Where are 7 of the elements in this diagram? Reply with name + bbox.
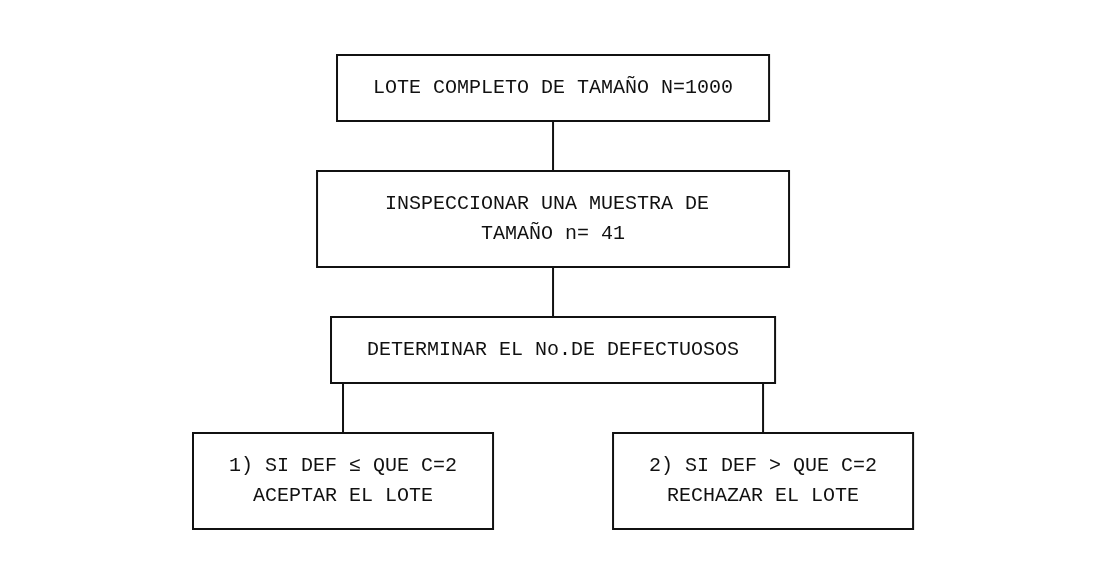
connector xyxy=(552,265,555,318)
node-box: 1) SI DEF ≤ QUE C=2 ACEPTAR EL LOTE xyxy=(192,431,495,530)
node-box: DETERMINAR EL No.DE DEFECTUOSOS xyxy=(330,315,777,384)
node-box: LOTE COMPLETO DE TAMAÑO N=1000 xyxy=(336,53,771,122)
node-box: 2) SI DEF > QUE C=2 RECHAZAR EL LOTE xyxy=(612,431,915,530)
connector xyxy=(552,119,555,172)
node-box: INSPECCIONAR UNA MUESTRA DE TAMAÑO n= 41 xyxy=(316,169,791,268)
